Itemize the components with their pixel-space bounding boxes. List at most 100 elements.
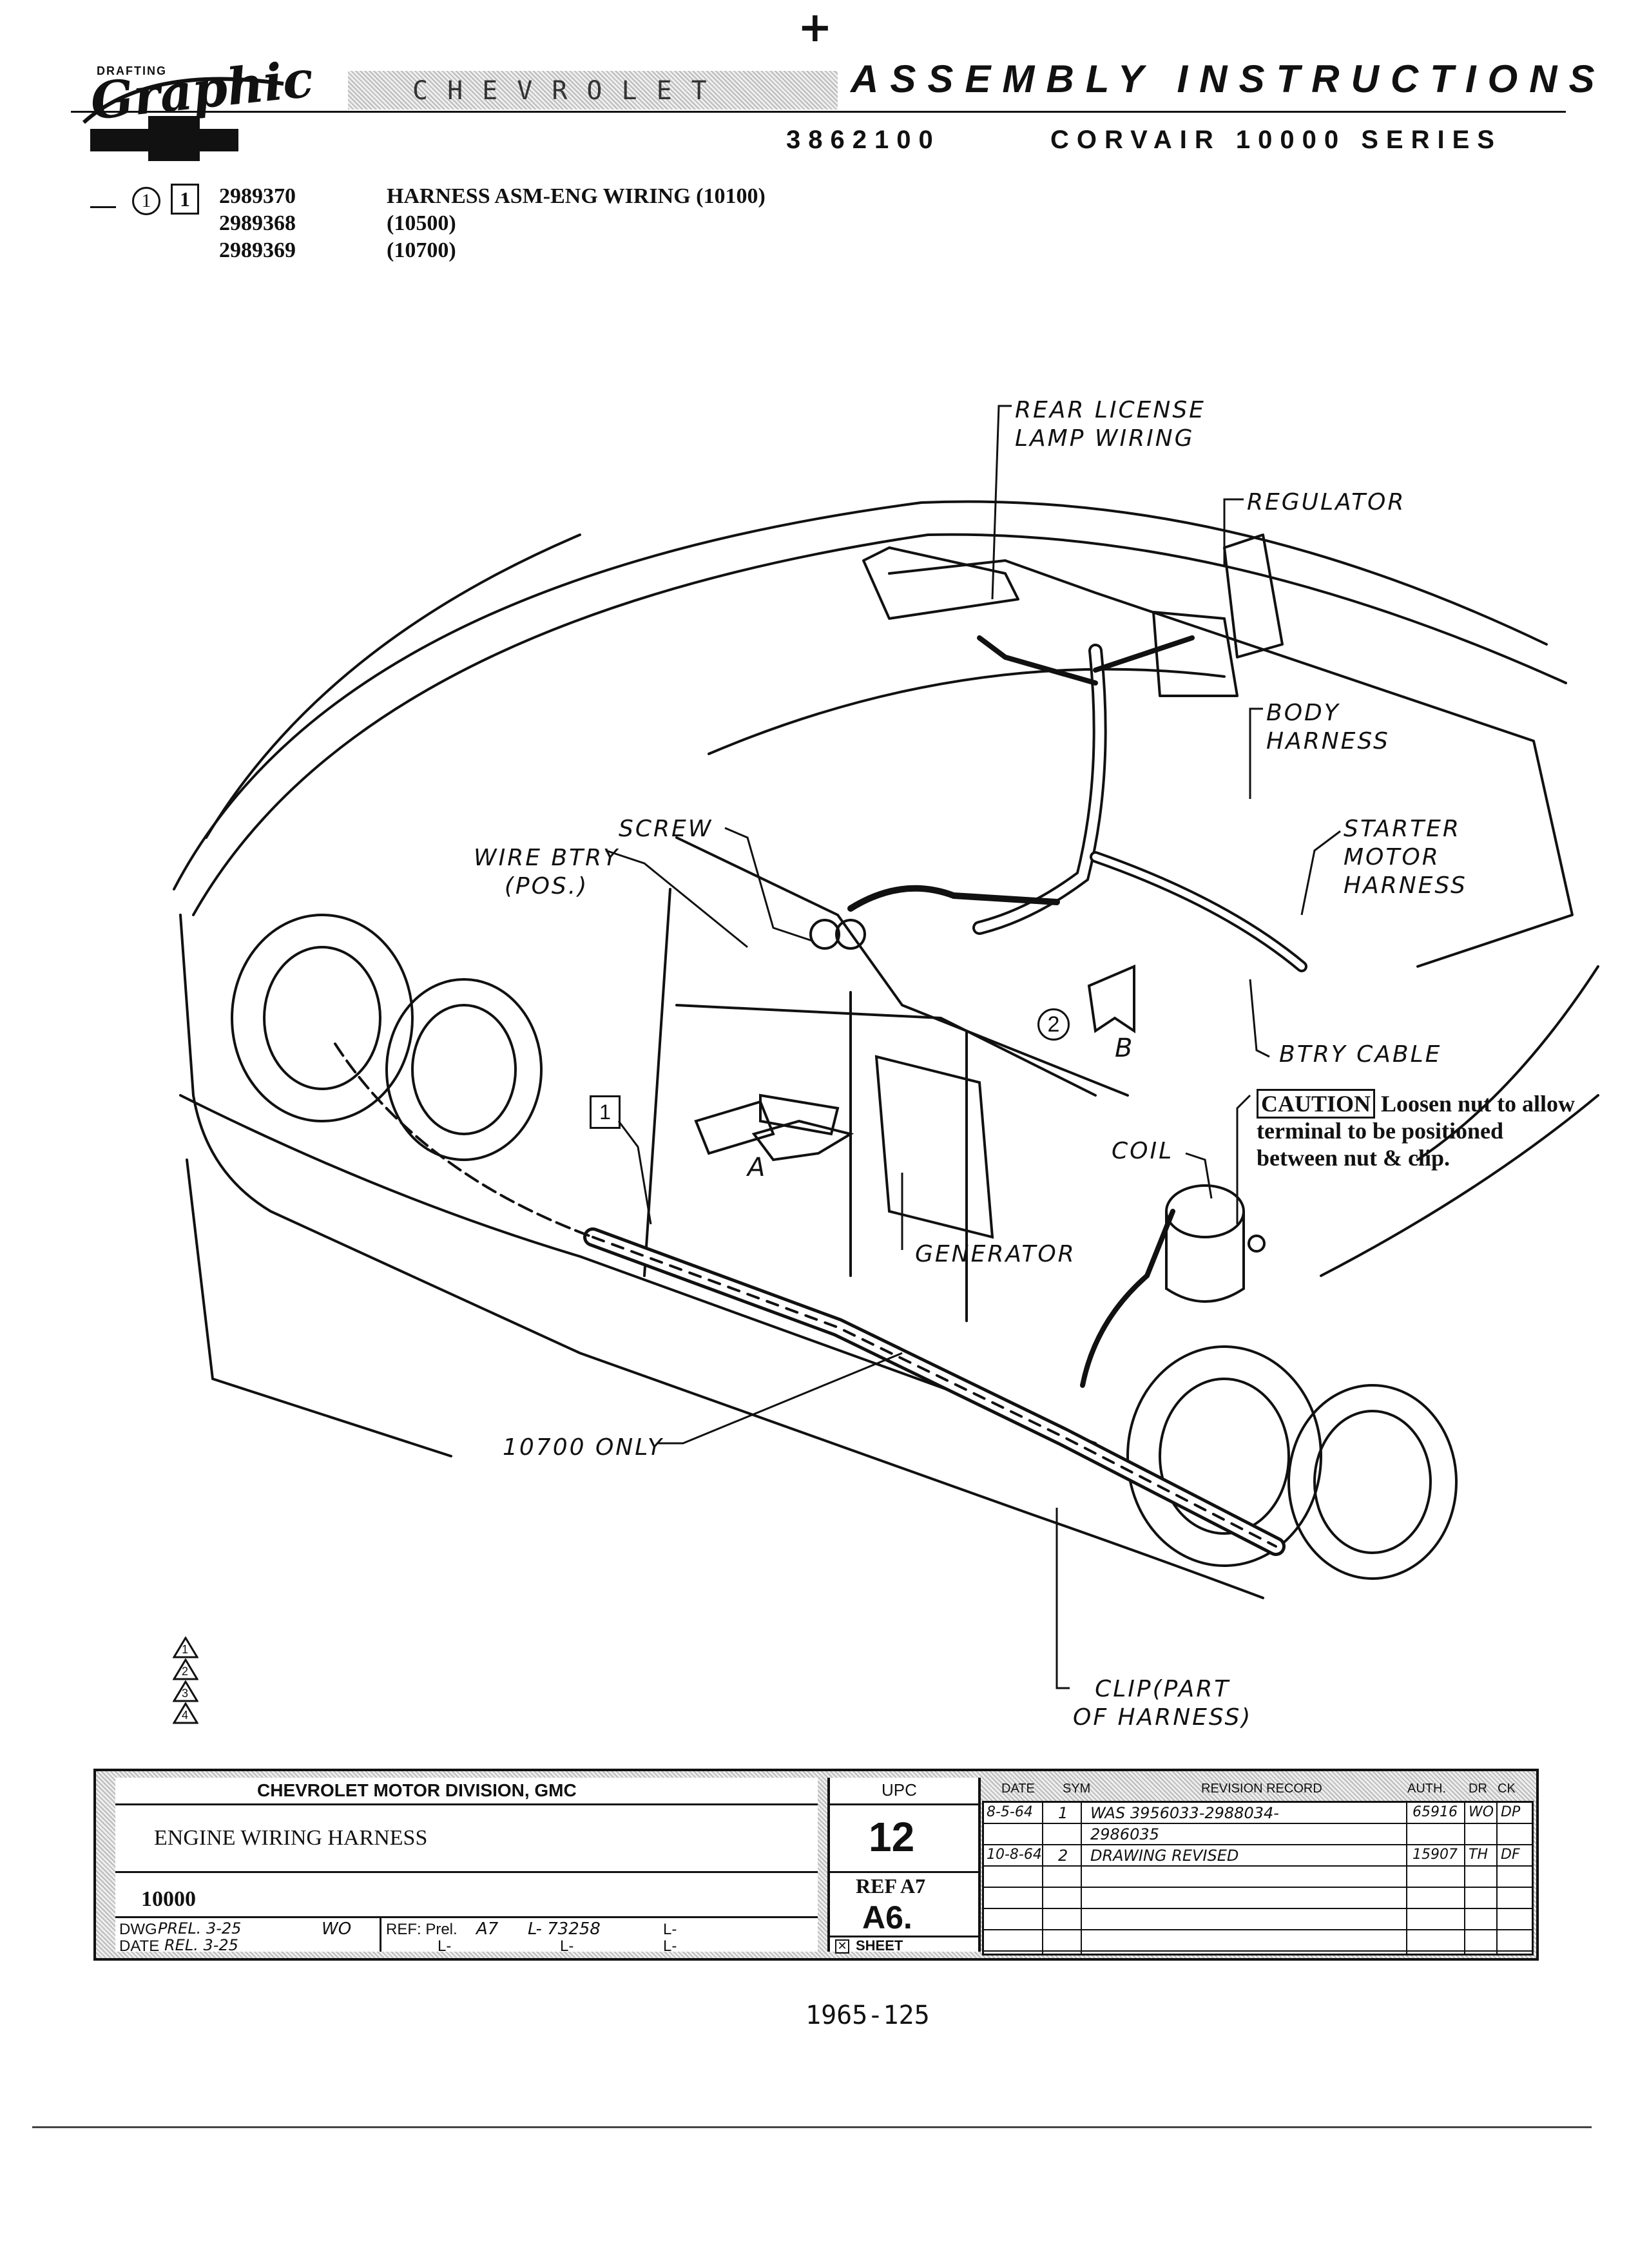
tb-divider: [830, 1871, 978, 1873]
revision-record: DATE SYM REVISION RECORD AUTH. DR CK 8-5…: [982, 1778, 1534, 1956]
col-header-auth: AUTH.: [1407, 1782, 1446, 1796]
revision-triangle-icon: 2: [172, 1658, 199, 1680]
callout-view-a: A: [747, 1153, 767, 1182]
revision-triangle-number: 1: [182, 1643, 189, 1656]
box-callout-number: 1: [599, 1100, 611, 1124]
callout-body-harness: BODY HARNESS: [1266, 699, 1390, 756]
callout-view-b: B: [1115, 1033, 1135, 1063]
ref-l-blank: L-: [438, 1937, 452, 1955]
revision-dr: TH: [1469, 1847, 1488, 1863]
revision-dr: WO: [1469, 1804, 1494, 1820]
header-rule: [71, 111, 1566, 113]
callout-starter-motor-harness: STARTER MOTOR HARNESS: [1344, 815, 1467, 900]
part-description-cell: (10700): [387, 238, 456, 262]
box-callout-1: 1: [590, 1095, 621, 1129]
ref-l-blank: L-: [663, 1921, 677, 1938]
date-label: DATE: [119, 1937, 160, 1955]
header-band-text: CHEVROLET: [412, 76, 726, 106]
revision-text: DRAWING REVISED: [1090, 1847, 1239, 1865]
ref-l-blank: L-: [663, 1937, 677, 1955]
footer-code: 1965-125: [805, 2001, 930, 2030]
callout-wire-btry: WIRE BTRY (POS.): [474, 844, 619, 901]
col-header-dr: DR: [1469, 1782, 1487, 1796]
dwg-prel: PREL. 3-25: [158, 1919, 242, 1937]
part-row: 2989368: [219, 211, 296, 236]
tb-divider: [830, 1803, 978, 1805]
upc-label: UPC: [882, 1780, 917, 1800]
tb-divider: [115, 1803, 818, 1805]
callout-generator: GENERATOR: [915, 1241, 1076, 1267]
sheet-checkbox: ✕: [835, 1939, 849, 1954]
ref-l-blank: L-: [560, 1937, 574, 1955]
upc-number: 12: [869, 1814, 915, 1860]
part-description-cell: HARNESS ASM-ENG WIRING (10100): [387, 184, 766, 208]
revision-auth: 15907: [1412, 1847, 1458, 1863]
circle-callout-2: 2: [1037, 1008, 1070, 1041]
col-header-ck: CK: [1498, 1782, 1516, 1796]
tb-divider: [830, 1936, 978, 1937]
revision-sym: 2: [1058, 1847, 1068, 1865]
callout-coil: COIL: [1112, 1138, 1174, 1164]
title-block-upc: UPC 12 REF A7 A6. ✕ SHEET: [827, 1778, 981, 1954]
model-number: 10000: [141, 1887, 196, 1911]
revision-date: 8-5-64: [987, 1804, 1033, 1820]
page-title: ASSEMBLY INSTRUCTIONS: [851, 57, 1606, 101]
revision-triangle-icon: 3: [172, 1680, 199, 1702]
col-header-revision: REVISION RECORD: [1201, 1782, 1322, 1796]
caution-text: Loosen nut to allow terminal to be posit…: [1257, 1091, 1576, 1171]
header-band: [348, 71, 838, 110]
part-number-cell: 2989369: [219, 238, 296, 262]
sheet-label: SHEET: [856, 1937, 903, 1954]
box-ref-number: 1: [180, 187, 190, 211]
ref-a7: REF A7: [856, 1874, 926, 1898]
revision-triangle-icon: 1: [172, 1636, 199, 1658]
callout-rear-license: REAR LICENSE LAMP WIRING: [1015, 396, 1206, 453]
circle-ref-number: 1: [141, 190, 151, 211]
revision-triangle-number: 2: [182, 1665, 189, 1678]
circle-callout-number: 2: [1047, 1012, 1060, 1037]
callout-line: MOTOR: [1344, 844, 1440, 870]
grid-col: [1464, 1803, 1465, 1954]
parts-dash: [90, 206, 116, 208]
callout-line: LAMP WIRING: [1015, 425, 1195, 452]
callout-regulator: REGULATOR: [1247, 489, 1406, 515]
chevrolet-bowtie-icon: [82, 77, 284, 161]
part-number: 3862100: [786, 126, 941, 154]
grid-col: [1081, 1803, 1082, 1954]
dwg-initials: WO: [322, 1919, 352, 1939]
part-description-cell: (10500): [387, 211, 456, 235]
title-block-left: CHEVROLET MOTOR DIVISION, GMC ENGINE WIR…: [115, 1778, 818, 1955]
callout-screw: SCREW: [619, 816, 713, 842]
tb-divider: [115, 1916, 818, 1918]
revision-sym: 1: [1058, 1804, 1068, 1822]
part-row: (10700): [387, 238, 456, 263]
caution-label: CAUTION: [1257, 1089, 1376, 1119]
revision-ck: DF: [1501, 1847, 1520, 1863]
grid-col: [1406, 1803, 1407, 1954]
revision-text: 2986035: [1090, 1825, 1159, 1843]
sheet-code: A6.: [862, 1899, 912, 1936]
callout-clip: CLIP(PART OF HARNESS): [1073, 1675, 1252, 1732]
callout-line: HARNESS: [1344, 872, 1467, 899]
registration-mark: +: [798, 4, 833, 52]
series-name: CORVAIR 10000 SERIES: [1050, 126, 1502, 154]
part-number-cell: 2989368: [219, 211, 296, 235]
ref-l-number: L- 73258: [528, 1919, 601, 1939]
grid-col: [1042, 1803, 1043, 1954]
callout-line: STARTER: [1344, 816, 1461, 842]
part-row: (10500): [387, 211, 456, 236]
callout-line: OF HARNESS): [1073, 1704, 1253, 1731]
ref-label: REF: Prel.: [386, 1921, 458, 1938]
circle-ref: 1: [132, 187, 160, 215]
callout-line: REAR LICENSE: [1015, 397, 1206, 423]
revision-triangle-number: 4: [182, 1709, 189, 1722]
part-number-cell: 2989370: [219, 184, 296, 208]
title-block: CHEVROLET MOTOR DIVISION, GMC ENGINE WIR…: [93, 1769, 1539, 1961]
drawing-title: ENGINE WIRING HARNESS: [154, 1826, 428, 1850]
box-ref: 1: [171, 184, 199, 215]
callout-line: CLIP(PART: [1095, 1676, 1231, 1702]
tb-divider: [380, 1916, 381, 1952]
caution-note: CAUTION Loosen nut to allow terminal to …: [1257, 1089, 1579, 1171]
logo-drafting-text: DRAFTING: [97, 64, 167, 77]
